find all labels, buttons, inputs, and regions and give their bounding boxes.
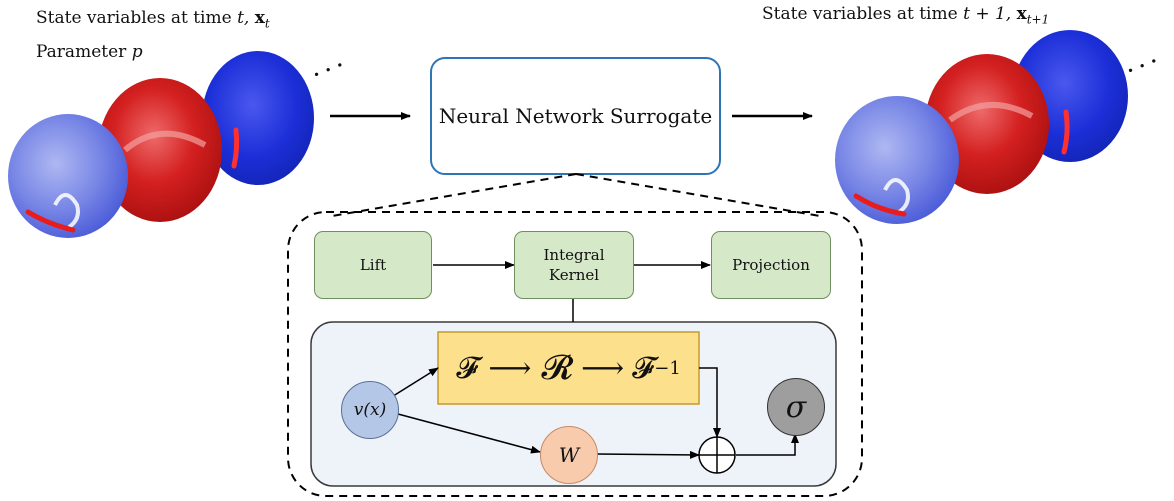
- weight-node-label: W: [558, 443, 580, 467]
- right-state-title: State variables at time t + 1, xt+1: [762, 4, 1049, 26]
- zoom-line-right: [575, 173, 821, 217]
- surrogate-label: Neural Network Surrogate: [438, 104, 713, 128]
- input-node[interactable]: v(x): [341, 381, 399, 439]
- right-state-title-sub: t+1: [1026, 12, 1050, 27]
- zoom-line-left: [331, 173, 577, 217]
- projection-label: Projection: [732, 256, 810, 274]
- left-field-front-swirl: [53, 193, 80, 229]
- right-field-front: [835, 96, 959, 224]
- spectral-arrow-1: ⟶: [488, 350, 532, 386]
- input-to-spectral-arrow: [389, 367, 439, 399]
- right-state-title-t: t + 1,: [963, 4, 1012, 24]
- expansion-frame: [287, 211, 863, 497]
- parameter-label-var: p: [131, 42, 143, 62]
- fourier-symbol: 𝓕: [456, 350, 479, 386]
- left-field-middle-band: [123, 130, 207, 153]
- parameter-label: Parameter p: [36, 42, 143, 62]
- left-state-title-x: x: [254, 8, 265, 28]
- left-field-front-streak: [25, 209, 76, 233]
- left-field-middle: [98, 78, 222, 222]
- spectral-block: [437, 331, 700, 405]
- left-field-front: [8, 114, 128, 238]
- lift-label: Lift: [359, 256, 387, 274]
- integral-kernel-label-2: Kernel: [548, 266, 600, 284]
- right-field-stack: [835, 30, 1128, 224]
- sum-to-activation-arrow: [736, 433, 799, 456]
- right-field-front-streak: [853, 193, 907, 217]
- right-state-title-prefix: State variables at time: [762, 4, 964, 24]
- spectral-arrow-2: ⟶: [581, 350, 625, 386]
- left-state-title-prefix: State variables at time: [36, 8, 238, 28]
- inverse-fourier-symbol: 𝓕: [632, 350, 655, 386]
- left-state-title: State variables at time t, xt: [36, 8, 270, 30]
- right-field-middle-band: [948, 102, 1034, 123]
- integral-kernel-box[interactable]: Integral Kernel: [514, 231, 634, 299]
- integral-kernel-label-1: Integral: [543, 246, 605, 264]
- left-state-title-sub: t: [264, 16, 270, 31]
- spectral-to-sum-arrow: [699, 367, 721, 438]
- activation-node-label: σ: [785, 389, 807, 425]
- projection-box[interactable]: Projection: [711, 231, 831, 299]
- weight-node[interactable]: W: [540, 426, 598, 484]
- weight-to-sum-arrow: [595, 450, 700, 459]
- right-state-title-x: x: [1016, 4, 1027, 24]
- r-operator-symbol: 𝓡: [541, 348, 574, 388]
- right-field-front-swirl: [883, 178, 910, 214]
- left-field-back: [202, 51, 314, 185]
- activation-node[interactable]: σ: [767, 378, 825, 436]
- right-field-back-streak: [1061, 109, 1070, 155]
- lift-box[interactable]: Lift: [314, 231, 432, 299]
- left-field-stack: [8, 51, 314, 238]
- left-state-title-t: t,: [237, 8, 250, 28]
- inverse-fourier-sup: −1: [654, 357, 681, 379]
- spectral-operator-text: 𝓕 ⟶ 𝓡 ⟶ 𝓕−1: [438, 332, 699, 404]
- left-field-back-streak: [231, 127, 240, 169]
- input-to-weight-arrow: [397, 413, 541, 454]
- input-node-label: v(x): [353, 400, 387, 420]
- parameter-label-prefix: Parameter: [36, 42, 132, 62]
